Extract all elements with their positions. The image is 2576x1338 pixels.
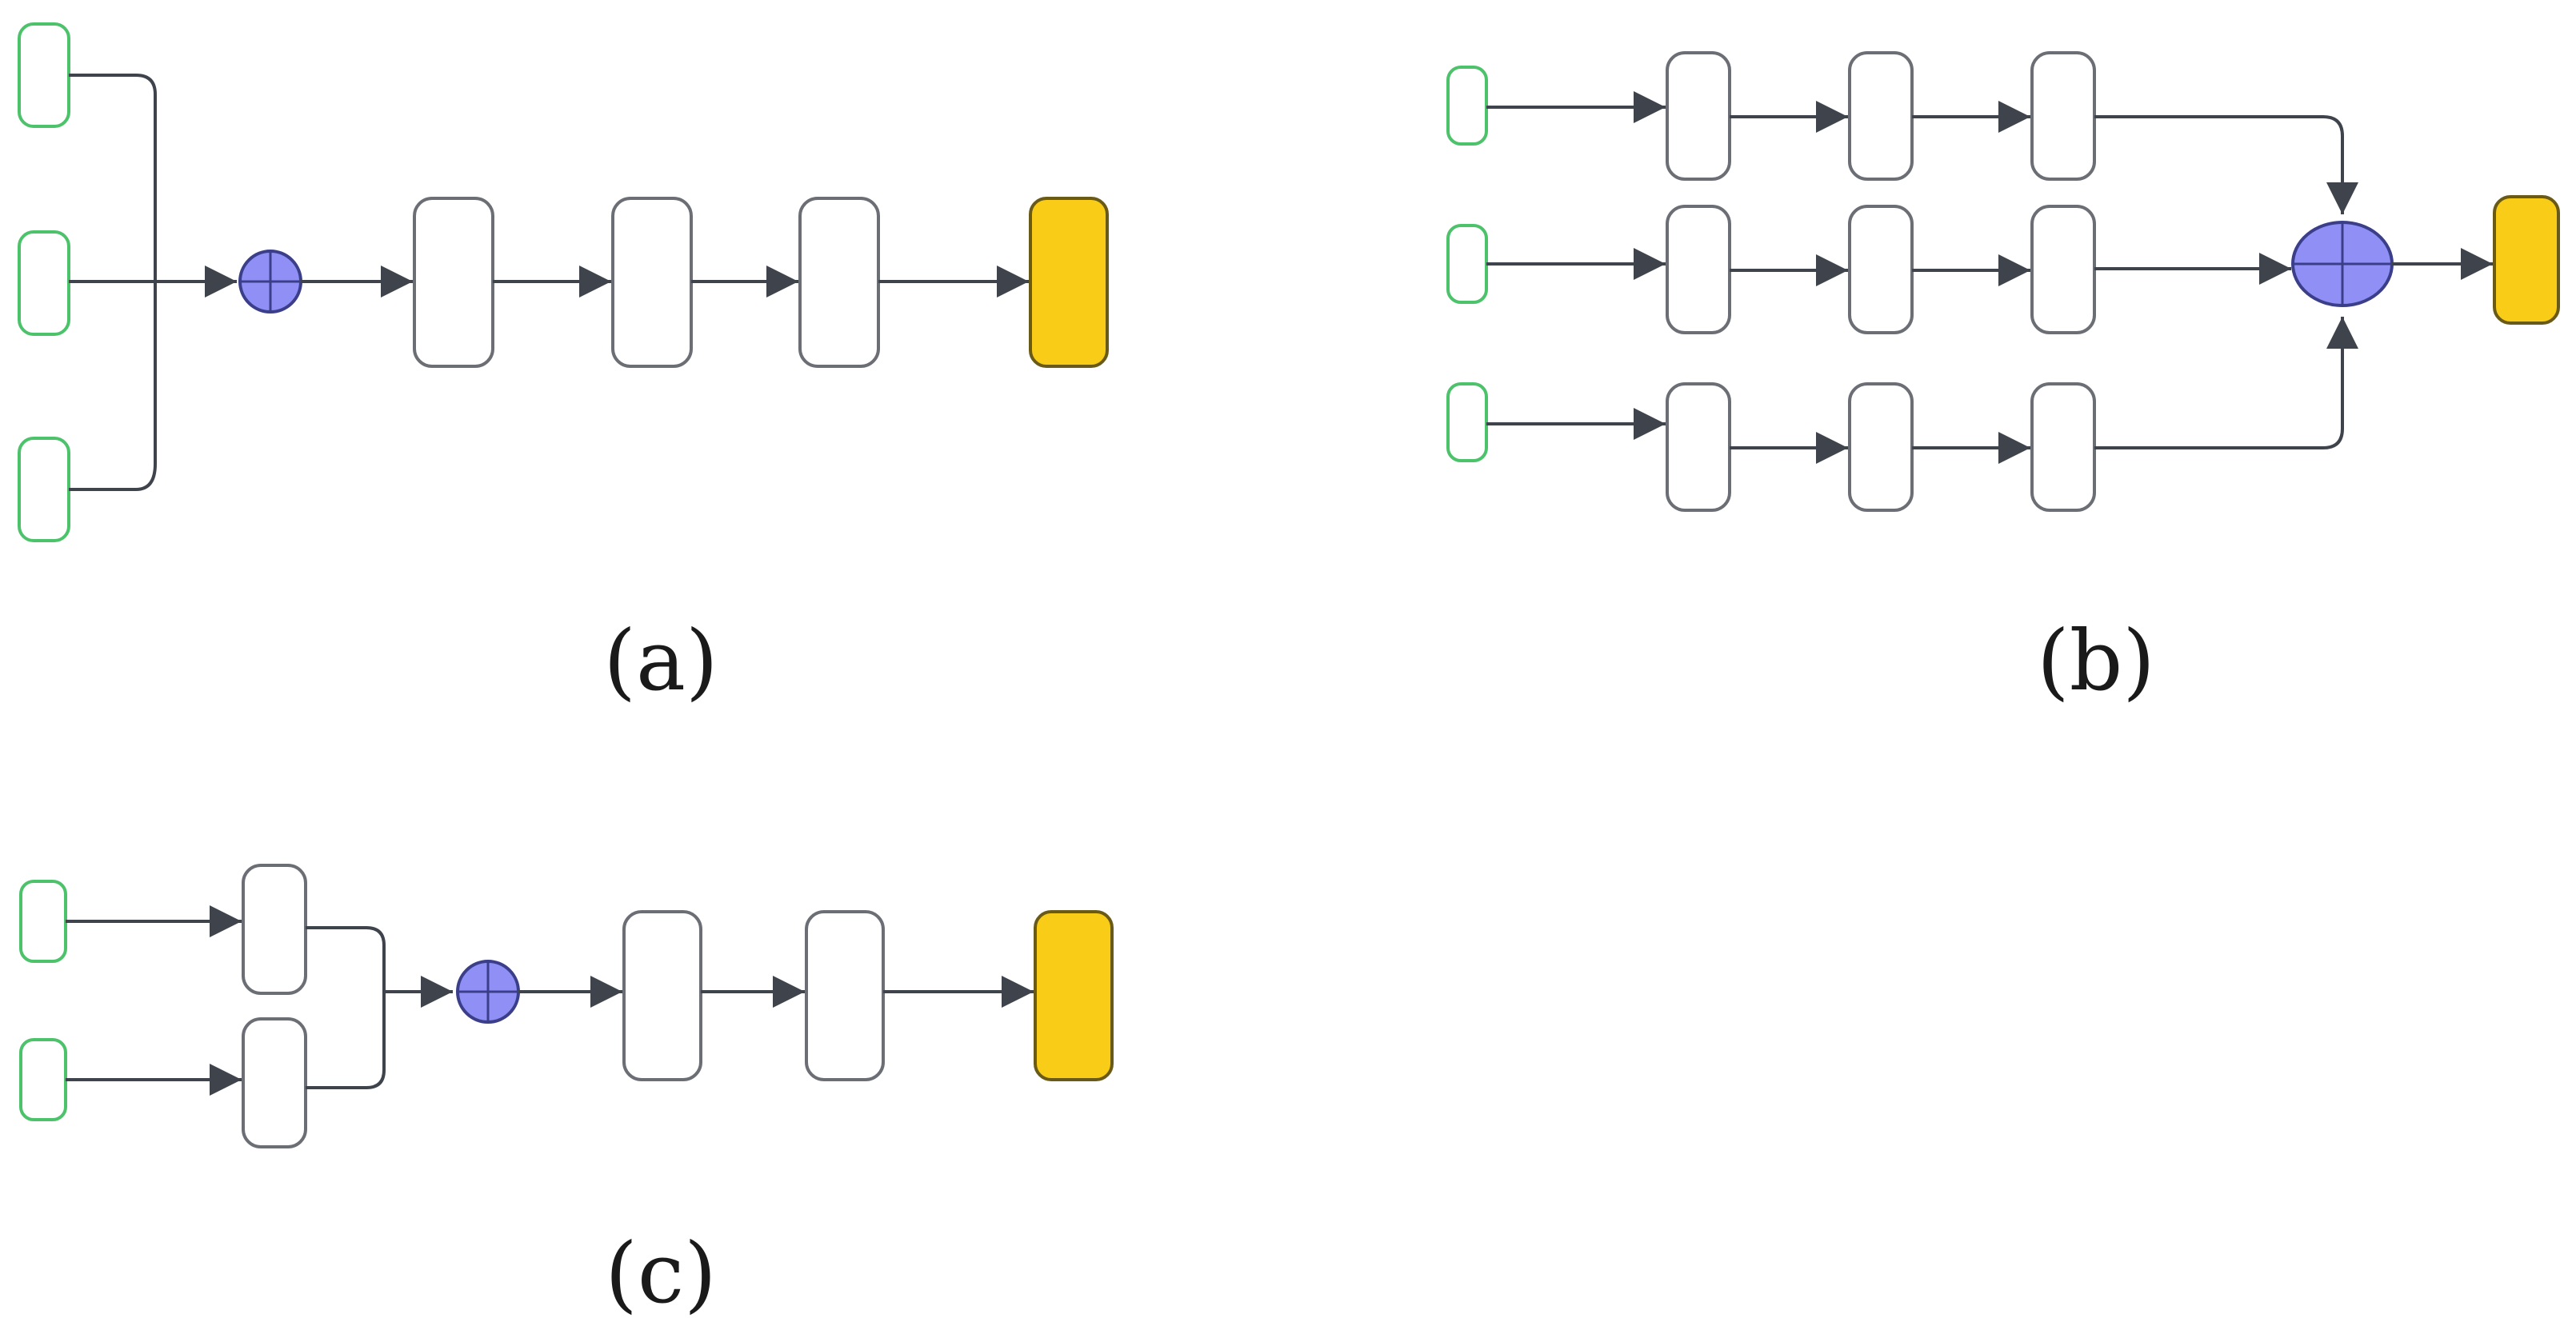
- panel-c-block-1: [622, 910, 702, 1081]
- panel-c-block-2: [805, 910, 885, 1081]
- panel-b-row-2-block-1: [1666, 205, 1731, 334]
- panel-b-row-1-connector: [2094, 115, 2358, 214]
- panel-a: (a): [18, 22, 1109, 709]
- panel-b-row-1-block-1: [1666, 51, 1731, 181]
- panel-c-caption: (c): [605, 1224, 716, 1322]
- panel-b-caption: (b): [2037, 612, 2155, 709]
- panel-a-input-2: [18, 230, 70, 336]
- panel-b-row-3-connector: [2094, 317, 2358, 449]
- panel-c-encoder-1: [242, 864, 307, 995]
- panel-b-input-3: [1446, 382, 1488, 462]
- panel-c-input-1: [19, 880, 67, 963]
- panel-b-input-1: [1446, 66, 1488, 146]
- panel-c-input-2: [19, 1038, 67, 1121]
- panel-b: (b): [1446, 51, 2560, 709]
- panel-b-input-2: [1446, 224, 1488, 304]
- panel-b-row-3-block-2: [1848, 382, 1914, 512]
- panel-a-input-1: [18, 22, 70, 128]
- panel-b-row-1-block-3: [2030, 51, 2096, 181]
- panel-a-input-3: [18, 437, 70, 542]
- panel-b-row-1-block-2: [1848, 51, 1914, 181]
- panel-a-block-1: [413, 197, 494, 368]
- panel-a-caption: (a): [603, 612, 718, 709]
- panel-c: (c): [19, 864, 1114, 1322]
- panel-b-output: [2493, 195, 2560, 325]
- panel-b-row-3-block-3: [2030, 382, 2096, 512]
- panel-b-row-3-block-1: [1666, 382, 1731, 512]
- panel-a-output: [1029, 197, 1109, 368]
- panel-c-output: [1034, 910, 1114, 1081]
- panel-b-row-2-block-2: [1848, 205, 1914, 334]
- panel-b-row-2-block-3: [2030, 205, 2096, 334]
- panel-c-encoder-2: [242, 1017, 307, 1148]
- panel-a-block-2: [611, 197, 693, 368]
- panel-a-merge-connector: [69, 74, 157, 491]
- panel-c-merge-connector: [306, 926, 386, 1089]
- panel-a-block-3: [798, 197, 880, 368]
